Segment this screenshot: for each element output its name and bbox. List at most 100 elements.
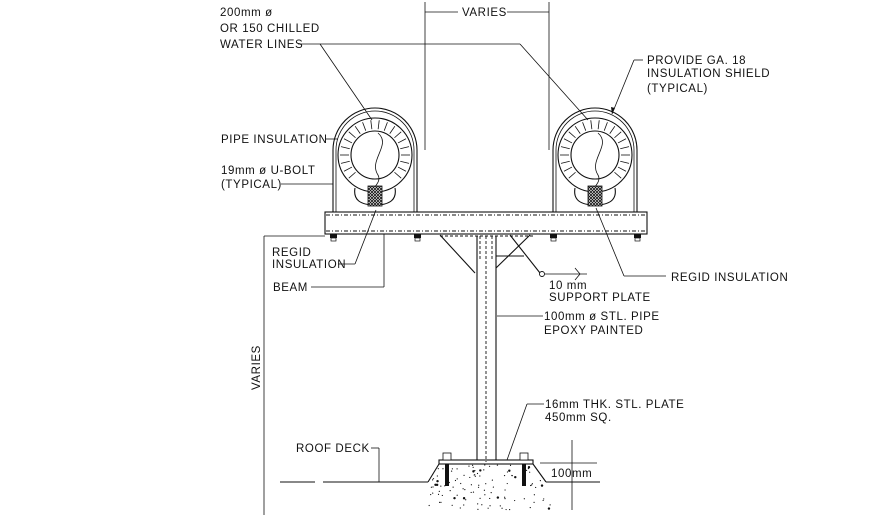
insulation-rib	[362, 122, 367, 131]
u-bolt-line2: (TYPICAL)	[221, 179, 282, 191]
concrete-speck	[444, 485, 446, 487]
roof-deck-label: ROOF DECK	[296, 443, 370, 455]
base-plate-line1: 16mm THK. STL. PLATE	[545, 399, 684, 411]
pad-height-label: 100mm	[551, 468, 592, 480]
concrete-speck	[472, 491, 475, 493]
concrete-speck	[463, 504, 465, 506]
insulation-rib	[620, 146, 630, 150]
concrete-speck	[464, 489, 466, 491]
insulation-rib	[620, 160, 630, 164]
concrete-speck	[479, 497, 481, 499]
concrete-speck	[454, 479, 457, 482]
base-plate	[438, 459, 534, 465]
beam-label: BEAM	[273, 282, 308, 294]
insulation-rib	[590, 120, 593, 130]
concrete-speck	[441, 494, 443, 497]
insulation-rib	[563, 166, 573, 172]
support-plate-line1: 10 mm	[549, 280, 587, 292]
steel-pipe-line1: 100mm ø STL. PIPE	[544, 311, 660, 323]
concrete-speck	[440, 501, 442, 503]
concrete-speck	[465, 499, 467, 501]
regid-left-line2: INSULATION	[272, 259, 346, 271]
concrete-speck	[456, 468, 458, 470]
insulation-rib	[397, 138, 407, 144]
regid-right-label: REGID INSULATION	[671, 272, 788, 284]
height-dimension: VARIES	[251, 235, 325, 515]
insulation-rib	[394, 171, 402, 179]
concrete-speck	[472, 466, 474, 468]
callout-insulation-shield: PROVIDE GA. 18 INSULATION SHIELD (TYPICA…	[611, 55, 770, 115]
callout-u-bolt: 19mm ø U-BOLT (TYPICAL)	[221, 165, 333, 191]
u-bolt-line1: 19mm ø U-BOLT	[221, 165, 315, 177]
insulation-rib	[389, 125, 396, 134]
concrete-speck	[428, 504, 430, 507]
concrete-speck	[504, 496, 506, 498]
concrete-speck	[432, 478, 435, 480]
callout-regid-insulation-left: REGID INSULATION	[272, 209, 377, 271]
concrete-speck	[484, 494, 486, 496]
concrete-speck	[514, 475, 517, 479]
concrete-speck	[484, 464, 486, 466]
callout-base-plate: 16mm THK. STL. PLATE 450mm SQ.	[506, 399, 684, 461]
insulation-rib	[574, 125, 581, 134]
right-regid-insulation-block	[587, 185, 603, 207]
spacing-dim-label: VARIES	[462, 7, 507, 19]
concrete-speck	[468, 465, 470, 467]
concrete-speck	[501, 507, 503, 509]
concrete-speck	[434, 483, 437, 487]
concrete-speck	[449, 490, 451, 492]
concrete-speck	[549, 504, 551, 506]
insulation-rib	[400, 160, 410, 164]
concrete-speck	[496, 496, 500, 499]
concrete-speck	[503, 474, 506, 477]
beam	[324, 211, 648, 242]
pipe-size-line3: WATER LINES	[220, 39, 303, 51]
concrete-speck	[456, 494, 458, 496]
concrete-speck	[438, 501, 441, 503]
concrete-speck	[533, 501, 535, 503]
right-pipe-assembly	[552, 107, 638, 212]
pipe-size-line1: 200mm ø	[220, 7, 273, 19]
concrete-speck	[470, 491, 472, 494]
concrete-speck	[477, 486, 480, 488]
concrete-speck	[462, 497, 466, 500]
concrete-speck	[547, 507, 551, 510]
right-pipe-insulation	[557, 117, 633, 193]
insulation-rib	[383, 122, 388, 131]
roof-deck: ROOF DECK	[280, 443, 600, 483]
callout-support-plate: 10 mm SUPPORT PLATE	[549, 280, 650, 304]
concrete-speck	[527, 466, 531, 469]
concrete-speck	[432, 486, 434, 488]
concrete-speck	[523, 498, 525, 500]
concrete-speck	[487, 507, 489, 509]
concrete-speck	[509, 464, 512, 466]
insulation-rib	[397, 166, 407, 172]
insulation-rib	[348, 171, 356, 179]
concrete-speck	[477, 508, 479, 510]
steel-pipe-post	[476, 236, 497, 462]
concrete-speck	[442, 468, 444, 470]
u-bolt-nuts	[330, 234, 641, 242]
concrete-speck	[489, 505, 491, 507]
concrete-speck	[540, 484, 544, 487]
concrete-speck	[491, 479, 493, 481]
callout-beam: BEAM	[273, 234, 385, 294]
concrete-speck	[504, 498, 506, 500]
concrete-speck	[477, 503, 479, 505]
spacing-dimension: VARIES	[424, 2, 550, 150]
concrete-speck	[431, 479, 434, 481]
concrete-speck	[440, 485, 442, 487]
insulation-rib	[597, 120, 600, 130]
concrete-speck	[463, 474, 465, 476]
insulation-rib	[617, 138, 627, 144]
concrete-speck	[542, 499, 544, 502]
callout-pipe-size: 200mm ø OR 150 CHILLED WATER LINES	[220, 7, 589, 121]
callout-pipe-insulation: PIPE INSULATION	[221, 134, 338, 146]
concrete-speck	[530, 484, 533, 486]
insulation-rib	[370, 120, 373, 130]
regid-left-line1: REGID	[272, 247, 311, 259]
concrete-speck	[543, 498, 545, 500]
concrete-speck	[499, 505, 501, 507]
